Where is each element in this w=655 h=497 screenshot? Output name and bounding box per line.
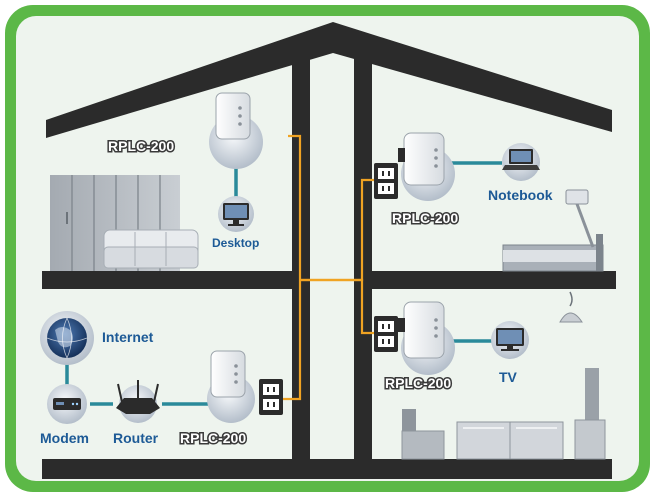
upper-floor-right (354, 271, 616, 289)
pendant-lamp (559, 291, 583, 323)
tv-label: TV (499, 369, 518, 385)
bed (502, 234, 604, 272)
outlet-upper-right (374, 163, 398, 199)
power-wiring (282, 134, 378, 401)
router-label: Router (113, 430, 159, 446)
inner-background (16, 16, 639, 481)
adapter-label-top-right: RPLC-200 (392, 210, 458, 226)
tv-icon (491, 321, 529, 359)
desktop-computer-icon (218, 196, 254, 232)
notebook-label: Notebook (488, 187, 553, 203)
powerline-adapter-top-right (398, 132, 455, 201)
modem-label: Modem (40, 430, 89, 446)
outlet-bottom (259, 379, 283, 415)
adapter-label-top-left: RPLC-200 (108, 138, 174, 154)
speaker-tower (574, 368, 606, 460)
internet-label: Internet (102, 329, 154, 345)
internet-globe-icon (40, 311, 94, 365)
adapter-label-bottom: RPLC-200 (180, 430, 246, 446)
roof-left (46, 22, 333, 138)
sofa (103, 229, 199, 269)
modem-icon (47, 384, 87, 424)
powerline-adapter-bottom (207, 350, 255, 423)
roof-right (333, 22, 612, 132)
powerline-adapter-mid-right (398, 301, 455, 375)
desktop-label: Desktop (212, 236, 259, 250)
powerline-adapter-top-left (209, 92, 263, 169)
wireless-router-icon (116, 380, 160, 423)
outlet-mid-right (374, 316, 398, 352)
ethernet-links (65, 161, 502, 406)
floor-lamp (565, 189, 595, 248)
ground-floor (42, 459, 612, 479)
notebook-laptop-icon (502, 143, 540, 181)
tv-cabinet (456, 421, 564, 460)
upper-floor-left (42, 271, 310, 289)
armchair (401, 409, 445, 460)
adapter-label-mid-right: RPLC-200 (385, 375, 451, 391)
